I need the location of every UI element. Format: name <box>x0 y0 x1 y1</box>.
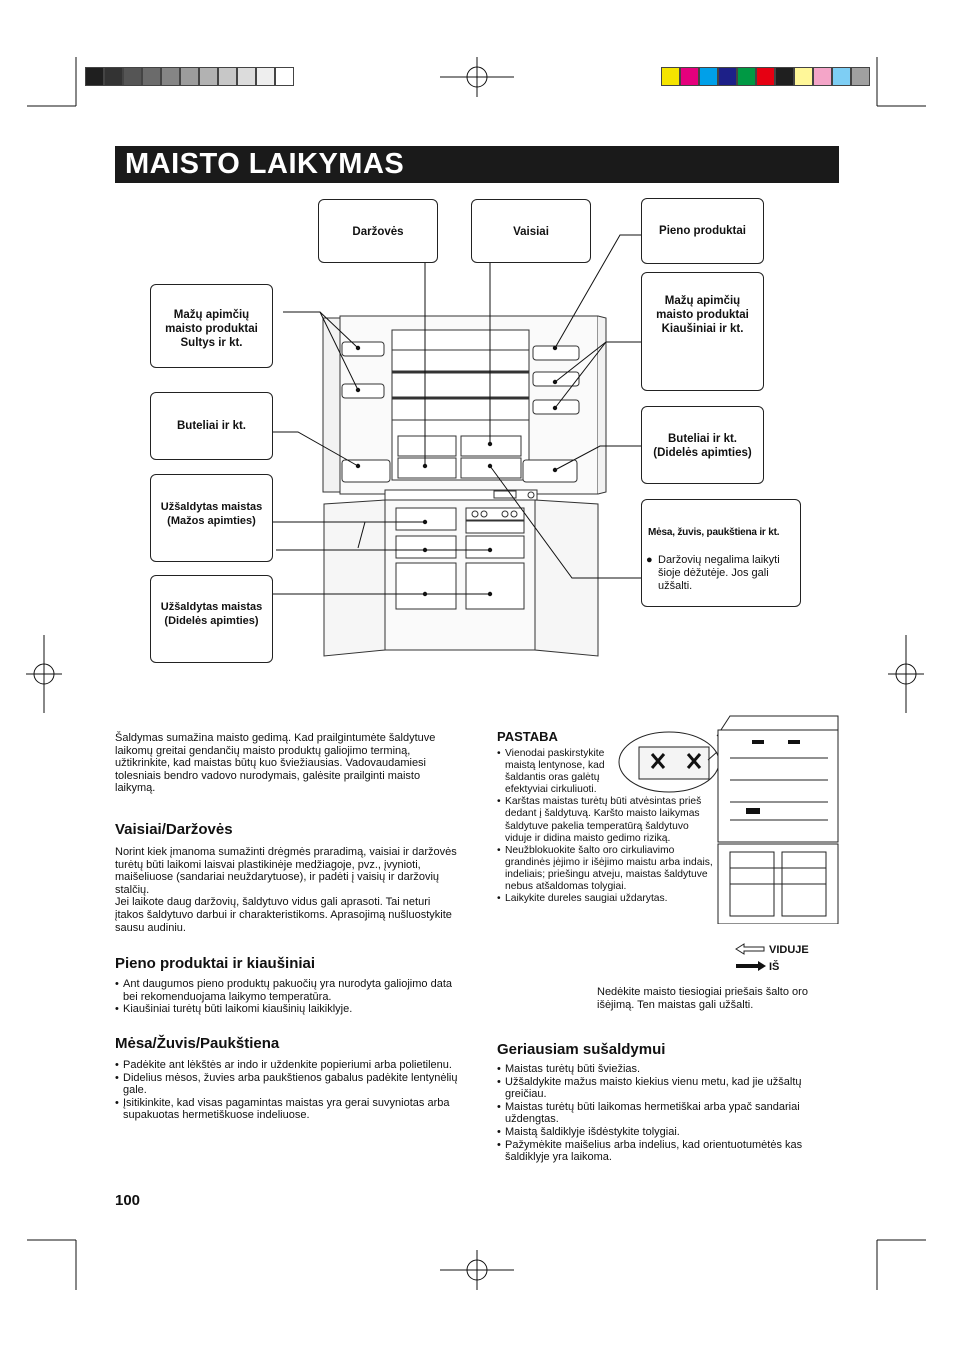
color-swatch <box>161 67 180 86</box>
intro-text: Šaldymas sumažina maisto gedimą. Kad pra… <box>115 732 436 795</box>
color-swatch <box>142 67 161 86</box>
color-swatch <box>218 67 237 86</box>
airflow-legend-arrows <box>735 943 766 971</box>
freeze-list: Maistas turėtų būti šviežias. Užšaldykit… <box>497 1063 839 1164</box>
callout-bottles: Buteliai ir kt. <box>150 392 273 460</box>
list-item: Vienodai paskirstykite maistą lentynose,… <box>497 748 715 796</box>
color-swatch <box>737 67 756 86</box>
callout-small-right: Mažų apimčių maisto produktai Kiaušiniai… <box>641 272 764 391</box>
list-item: Neužblokuokite šalto oro cirkuliavimo gr… <box>497 845 715 893</box>
fruit-text: Norint kiek įmanoma sumažinti drėgmės pr… <box>115 846 457 934</box>
list-item: Padėkite ant lėkštės ar indo ir uždenkit… <box>115 1059 460 1072</box>
color-swatch <box>756 67 775 86</box>
meat-label: Mėsa, žuvis, paukštiena ir kt. <box>648 527 780 538</box>
freeze-heading: Geriausiam sušaldymui <box>497 1041 666 1058</box>
color-swatch <box>813 67 832 86</box>
meat-heading: Mėsa/Žuvis/Paukštiena <box>115 1035 280 1052</box>
color-swatch <box>180 67 199 86</box>
dairy-list: Ant daugumos pieno produktų pakuočių yra… <box>115 978 460 1016</box>
list-item: Maistas turėtų būti šviežias. <box>497 1063 839 1076</box>
note-list: Vienodai paskirstykite maistą lentynose,… <box>497 748 715 905</box>
meat-list: Padėkite ant lėkštės ar indo ir uždenkit… <box>115 1059 460 1122</box>
cold-air-note: Nedėkite maisto tiesiogiai priešais šalt… <box>597 986 808 1011</box>
callout-fruit: Vaisiai <box>471 199 591 263</box>
callout-bottles-large: Buteliai ir kt. (Didelės apimties) <box>641 406 764 484</box>
legend-out: IŠ <box>769 961 780 973</box>
color-swatch <box>851 67 870 86</box>
color-swatch <box>680 67 699 86</box>
color-swatch <box>237 67 256 86</box>
page-title: MAISTO LAIKYMAS <box>125 148 405 180</box>
color-swatch <box>104 67 123 86</box>
color-swatch <box>256 67 275 86</box>
color-swatch <box>85 67 104 86</box>
callout-vegetables: Daržovės <box>318 199 438 263</box>
callout-dairy: Pieno produktai <box>641 198 764 264</box>
color-swatch <box>794 67 813 86</box>
list-item: Pažymėkite maišelius arba indelius, kad … <box>497 1139 839 1164</box>
note-heading: PASTABA <box>497 729 558 744</box>
legend-in: VIDUJE <box>769 944 809 956</box>
callout-meat: Mėsa, žuvis, paukštiena ir kt. ● Daržovi… <box>641 499 801 607</box>
color-swatch <box>699 67 718 86</box>
list-item: Karštas maistas turėtų būti atvėsintas p… <box>497 796 715 844</box>
color-swatch <box>775 67 794 86</box>
list-item: Didelius mėsos, žuvies arba paukštienos … <box>115 1072 460 1097</box>
color-swatch <box>661 67 680 86</box>
callout-small-left: Mažų apimčių maisto produktai Sultys ir … <box>150 284 273 368</box>
list-item: Kiaušiniai turėtų būti laikomi kiaušinių… <box>115 1003 460 1016</box>
color-swatch <box>123 67 142 86</box>
list-item: Įsitikinkite, kad visas pagamintas maist… <box>115 1097 460 1122</box>
color-swatch <box>718 67 737 86</box>
page-number: 100 <box>115 1192 141 1209</box>
fridge-illustration <box>261 234 641 657</box>
color-swatch <box>199 67 218 86</box>
list-item: Laikykite dureles saugiai uždarytas. <box>497 893 715 905</box>
color-swatch <box>832 67 851 86</box>
meat-note: ● Daržovių negalima laikyti šioje dėžutė… <box>646 554 780 592</box>
list-item: Ant daugumos pieno produktų pakuočių yra… <box>115 978 460 1003</box>
list-item: Maistą šaldiklyje išdėstykite tolygiai. <box>497 1126 839 1139</box>
list-item: Maistas turėtų būti laikomas hermetiškai… <box>497 1101 839 1126</box>
fruit-heading: Vaisiai/Daržovės <box>115 821 233 838</box>
color-swatch <box>275 67 294 86</box>
list-item: Užšaldykite mažus maisto kiekius vienu m… <box>497 1076 839 1101</box>
airflow-illustration <box>618 715 839 924</box>
dairy-heading: Pieno produktai ir kiaušiniai <box>115 955 316 972</box>
callout-frozen-large: Užšaldytas maistas (Didelės apimties) <box>150 575 273 663</box>
callout-frozen-small: Užšaldytas maistas (Mažos apimties) <box>150 474 273 562</box>
bullet-icon: ● <box>646 554 653 566</box>
title-bar: MAISTO LAIKYMAS <box>115 146 839 183</box>
